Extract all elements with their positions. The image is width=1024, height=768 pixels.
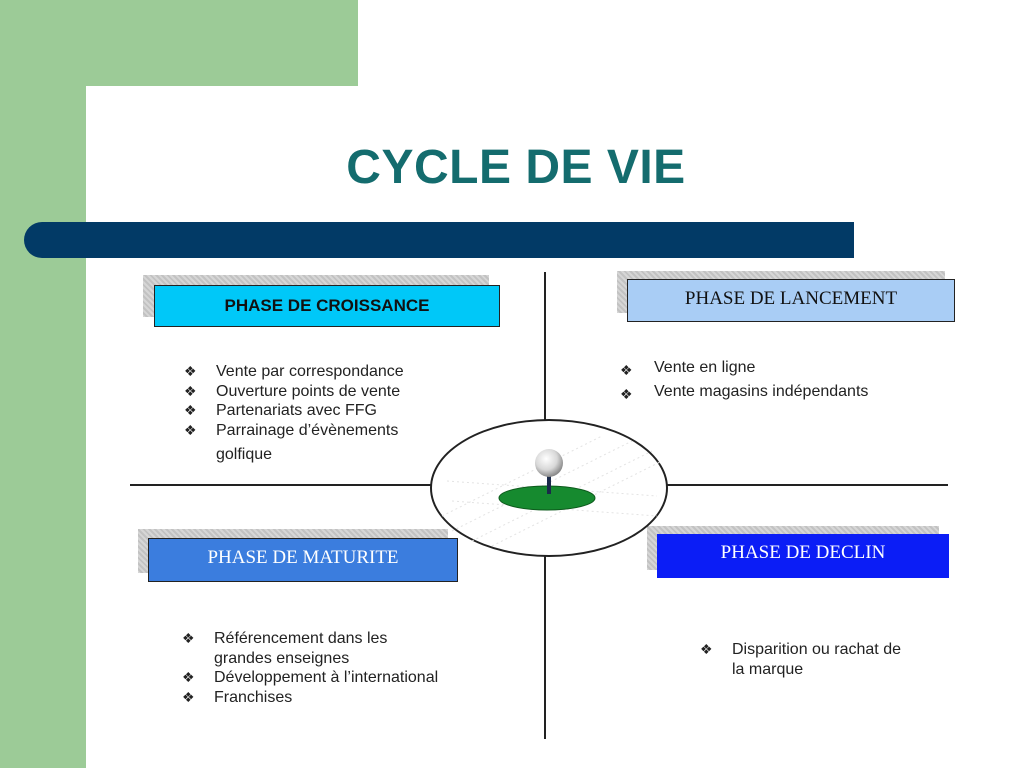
list-item: ❖Vente magasins indépendants [618, 380, 938, 404]
bullet-icon: ❖ [182, 630, 195, 646]
bullet-icon: ❖ [184, 402, 197, 418]
list-item: ❖Vente en ligne [618, 356, 938, 380]
center-circle [430, 419, 668, 557]
title-underline-bar [24, 222, 854, 258]
phase-croissance-heading: PHASE DE CROISSANCE [154, 285, 500, 327]
list-item: ❖Parrainage d’évènements [184, 421, 399, 439]
background-green-left [0, 0, 86, 768]
bullet-icon: ❖ [700, 641, 713, 657]
phase-declin-heading: PHASE DE DECLIN [657, 534, 949, 578]
bullet-icon: ❖ [184, 421, 197, 438]
golf-ball-on-tee-icon [441, 435, 663, 547]
list-item-continuation: golfique [216, 446, 273, 463]
bullet-icon: ❖ [620, 362, 633, 378]
bullet-icon: ❖ [182, 669, 195, 685]
list-item: ❖Franchises [182, 688, 293, 706]
list-item: ❖Partenariats avec FFG [184, 402, 377, 419]
slide-title: CYCLE DE VIE [346, 141, 686, 194]
list-item-continuation: la marque [732, 660, 804, 678]
bullet-icon: ❖ [620, 386, 633, 402]
croissance-list: ❖Vente par correspondance ❖Ouverture poi… [182, 362, 452, 465]
list-item-continuation: grandes enseignes [214, 649, 350, 667]
maturite-list: ❖Référencement dans les grandes enseigne… [180, 629, 480, 707]
list-item: ❖Référencement dans les [182, 630, 388, 647]
bullet-icon: ❖ [182, 688, 195, 705]
declin-list: ❖Disparition ou rachat de la marque [698, 640, 938, 679]
list-item: ❖Ouverture points de vente [184, 382, 401, 400]
bullet-icon: ❖ [184, 363, 197, 379]
list-item: ❖Vente par correspondance [184, 363, 404, 380]
phase-lancement-heading: PHASE DE LANCEMENT [627, 279, 955, 322]
list-item: ❖Développement à l’international [182, 669, 439, 686]
lancement-list: ❖Vente en ligne ❖Vente magasins indépend… [618, 356, 938, 404]
phase-maturite-heading: PHASE DE MATURITE [148, 538, 458, 582]
list-item: ❖Disparition ou rachat de [700, 641, 901, 658]
bullet-icon: ❖ [184, 382, 197, 399]
